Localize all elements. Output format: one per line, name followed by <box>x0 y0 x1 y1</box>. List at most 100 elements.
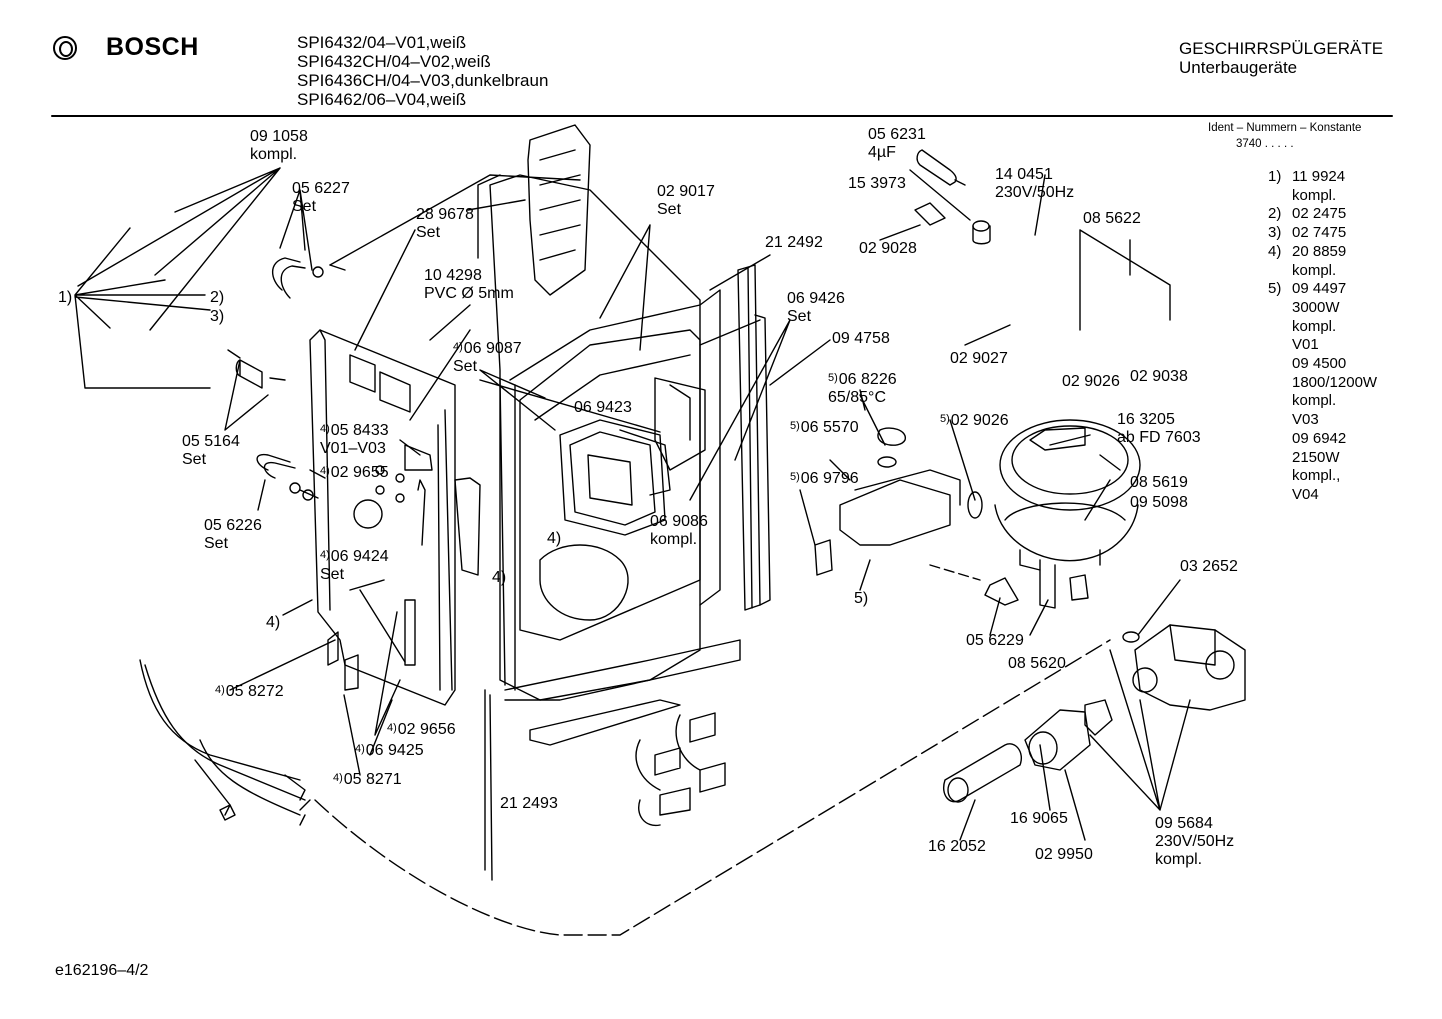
part-note: V01–V03 <box>320 440 386 457</box>
part-number-text: 08 5619 <box>1130 474 1188 491</box>
legend-line: 09 4500 <box>1292 355 1347 373</box>
part-number: 16 2052 <box>928 838 986 856</box>
footnote-marker: 5) <box>790 420 800 432</box>
part-number: 2) <box>210 289 224 307</box>
footnote-marker: 4) <box>355 743 365 755</box>
part-number: 5)06 8226 <box>828 371 897 389</box>
part-number-text: 05 8271 <box>343 771 402 788</box>
subcategory-title: Unterbaugeräte <box>1179 58 1298 77</box>
part-callout: 09 5098 <box>1130 494 1188 512</box>
part-number: 06 9426 <box>787 290 845 308</box>
part-number: 06 9423 <box>574 399 632 417</box>
legend-line: 1800/1200W <box>1292 373 1378 391</box>
part-callout: 06 9423 <box>574 399 632 417</box>
brand-name: BOSCH <box>106 33 199 61</box>
part-callout: 08 5622 <box>1083 210 1141 228</box>
model-line: SPI6432CH/04–V02,weiß <box>297 52 491 71</box>
part-number-text: 05 5164 <box>182 433 240 450</box>
part-number-text: 05 6229 <box>966 632 1024 649</box>
part-number-text: 16 3205 <box>1117 411 1175 428</box>
legend-line: 3000W <box>1292 298 1340 316</box>
part-note: kompl. <box>250 146 298 163</box>
part-number-text: 06 9424 <box>330 548 389 565</box>
legend-line: kompl. <box>1292 186 1337 204</box>
legend-line: kompl., <box>1292 467 1341 485</box>
part-number-text: 1) <box>58 289 73 306</box>
part-callout: 4)06 9425 <box>355 742 424 760</box>
part-note: Set <box>787 308 812 325</box>
part-callout: 5)02 9026 <box>940 412 1009 430</box>
part-number: 4)02 9656 <box>387 721 456 739</box>
part-number-text: 28 9678 <box>416 206 474 223</box>
part-number-text: 16 9065 <box>1010 810 1068 827</box>
part-callout: 21 2492 <box>765 234 823 252</box>
part-number: 5)06 9796 <box>790 470 859 488</box>
part-number-text: 03 2652 <box>1180 558 1238 575</box>
part-number: 4) <box>266 614 280 632</box>
part-callout: 5) <box>854 590 868 608</box>
part-number-text: 3) <box>210 308 225 325</box>
part-callout: 16 9065 <box>1010 810 1068 828</box>
footnote-marker: 4) <box>320 465 330 477</box>
legend-num: 2) <box>1268 205 1282 223</box>
part-note: Set <box>416 224 441 241</box>
part-callout: 09 4758 <box>832 330 890 348</box>
legend-line: V01 <box>1292 336 1319 354</box>
part-callout: 21 2493 <box>500 795 558 813</box>
legend-line: kompl. <box>1292 317 1337 335</box>
part-number: 4) <box>492 569 506 587</box>
part-number-text: 02 9656 <box>397 721 456 738</box>
part-note: ab FD 7603 <box>1117 429 1201 446</box>
part-number: 02 9026 <box>1062 373 1120 391</box>
part-number: 4)06 9424 <box>320 548 389 566</box>
part-note: Set <box>204 535 229 552</box>
part-callout: 08 5619 <box>1130 474 1188 492</box>
part-note: Set <box>320 566 345 583</box>
model-line: SPI6436CH/04–V03,dunkelbraun <box>297 71 549 90</box>
part-callout: 4)02 9655 <box>320 464 389 482</box>
part-number-text: 16 2052 <box>928 838 986 855</box>
part-number: 5) <box>854 590 868 608</box>
footnote-marker: 5) <box>790 471 800 483</box>
part-callout: 4) <box>492 569 506 587</box>
part-number-text: 05 8433 <box>330 422 389 439</box>
part-number: 4)06 9425 <box>355 742 424 760</box>
part-number: 08 5622 <box>1083 210 1141 228</box>
part-number: 09 5684 <box>1155 815 1234 833</box>
part-number: 05 6227 <box>292 180 350 198</box>
part-number-text: 05 8272 <box>225 683 284 700</box>
legend-line: 11 9924 <box>1292 168 1346 185</box>
part-number-text: 06 9087 <box>463 340 522 357</box>
part-number-text: 02 9655 <box>330 464 389 481</box>
part-number-text: 02 9028 <box>859 240 917 257</box>
part-number: 06 9086 <box>650 513 708 531</box>
part-number-text: 4) <box>266 614 281 631</box>
part-callout: 02 9026 <box>1062 373 1120 391</box>
part-note: Set <box>182 451 207 468</box>
part-number-text: 4) <box>547 530 562 547</box>
footnote-marker: 4) <box>453 341 463 353</box>
part-note: 230V/50Hz <box>995 184 1075 201</box>
legend-num: 5) <box>1268 280 1282 298</box>
part-number: 4)05 8272 <box>215 683 284 701</box>
part-number: 21 2493 <box>500 795 558 813</box>
legend-line: 02 7475 <box>1292 224 1347 242</box>
part-number-text: 05 6231 <box>868 126 926 143</box>
footnote-marker: 4) <box>320 423 330 435</box>
part-number-text: 09 4758 <box>832 330 890 347</box>
part-number-text: 06 8226 <box>838 371 897 388</box>
part-number-text: 02 9026 <box>950 412 1009 429</box>
category-title: GESCHIRRSPÜLGERÄTE <box>1179 39 1384 58</box>
part-note: Set <box>292 198 317 215</box>
legend-line: 2150W <box>1292 448 1340 466</box>
